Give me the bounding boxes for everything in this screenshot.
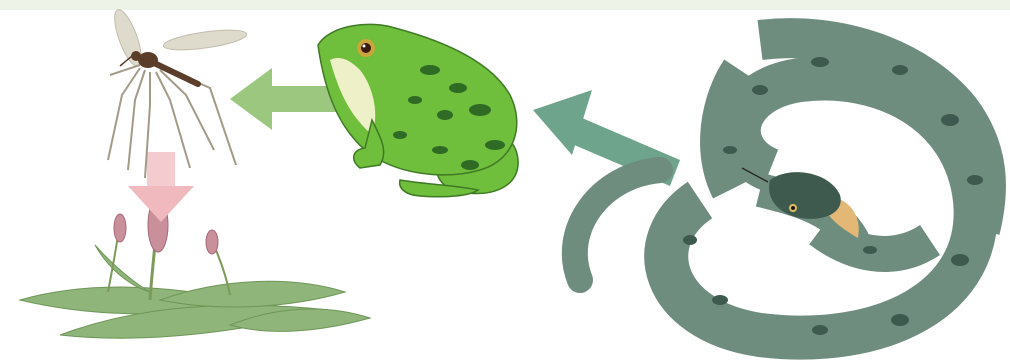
arrow-mosquito-to-plant bbox=[128, 152, 194, 222]
frog-icon bbox=[318, 24, 518, 196]
mosquito-icon bbox=[108, 7, 248, 178]
plant-icon bbox=[20, 198, 370, 338]
snake-icon bbox=[575, 38, 986, 338]
